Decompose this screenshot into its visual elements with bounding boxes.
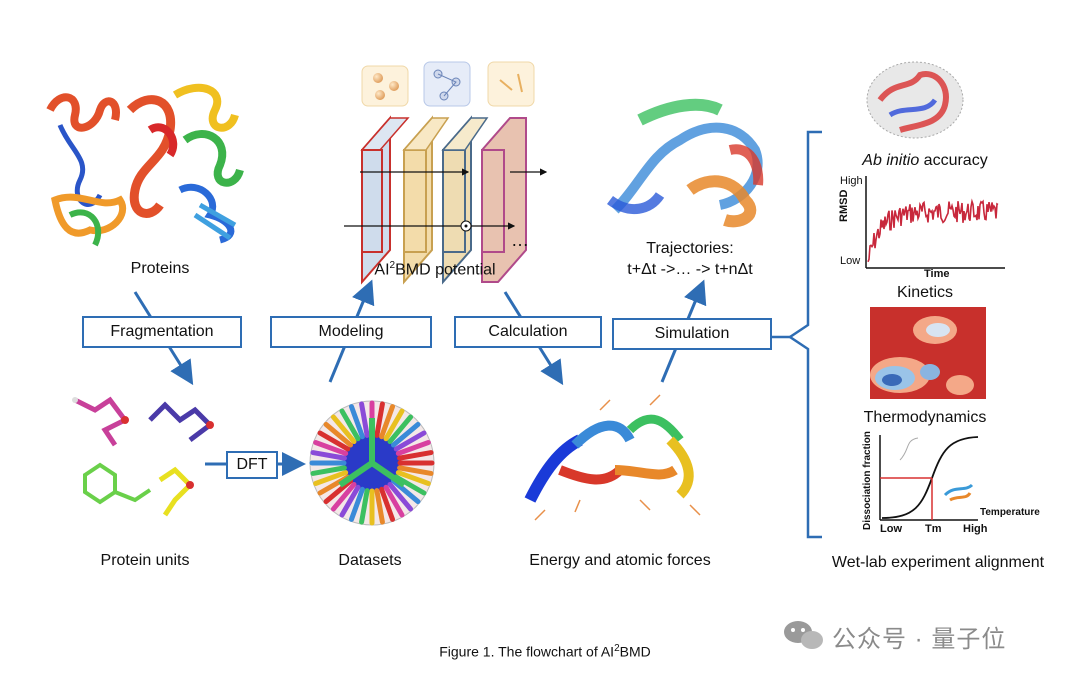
caption-sup: 2 [614, 643, 620, 654]
calculation-box: Calculation [454, 316, 602, 348]
dissociation-x-low: Low [880, 523, 902, 535]
potential-network-image [344, 61, 548, 285]
dataset-spoke [359, 401, 370, 438]
dft-box: DFT [226, 451, 278, 479]
protein-units-label: Protein units [100, 552, 190, 569]
potential-label-sup: 2 [389, 260, 396, 271]
dataset-spoke [339, 484, 361, 518]
dataset-spoke [323, 478, 354, 505]
ab-initio-label: Ab initio accuracy [840, 152, 1010, 170]
watermark-text: 公众号 · 量子位 [832, 626, 1007, 653]
potential-label: AI2BMD potential [345, 260, 525, 279]
dataset-spoke [330, 414, 357, 445]
dataset-spoke [387, 414, 414, 445]
rmsd-y-low: Low [840, 255, 861, 267]
dissociation-y-label: Dissociation fraction [862, 431, 873, 530]
dataset-spoke [395, 439, 431, 456]
protein-units-image [72, 396, 214, 517]
dataset-spoke [313, 470, 349, 487]
ab-initio-protein-image [866, 61, 964, 139]
kinetics-heatmap [870, 307, 986, 399]
dissociation-x-high: High [963, 523, 988, 535]
kinetics-label: Kinetics [896, 284, 954, 301]
trajectories-label-line1: Trajectories: [646, 240, 734, 257]
rmsd-plot [865, 176, 1005, 269]
datasets-label: Datasets [338, 552, 402, 569]
energy-label: Energy and atomic forces [529, 552, 711, 569]
dataset-spoke [397, 450, 434, 461]
dataset-spoke [383, 484, 405, 518]
dataset-spoke [310, 465, 347, 476]
ab-initio-rest: accuracy [919, 152, 988, 169]
dataset-spoke [379, 486, 396, 522]
dataset-spoke [383, 408, 405, 442]
dataset-spoke [374, 401, 385, 438]
proteins-image [46, 83, 244, 247]
potential-label-pre: AI [374, 261, 390, 279]
dataset-spoke [348, 486, 365, 522]
caption-pre: Figure 1. The flowchart of AI [439, 643, 615, 660]
dataset-spoke [379, 404, 396, 440]
figure-caption: Figure 1. The flowchart of AI2BMD [380, 643, 710, 660]
simulation-box: Simulation [612, 318, 772, 350]
potential-label-post: BMD potential [395, 261, 496, 279]
modeling-box: Modeling [270, 316, 432, 348]
wechat-icon [784, 621, 823, 649]
wetlab-label: Wet-lab experiment alignment [831, 554, 1045, 571]
rmsd-y-high: High [840, 175, 863, 187]
dataset-spoke [323, 421, 354, 448]
dataset-spoke [374, 488, 385, 525]
dataset-spoke [359, 488, 370, 525]
energy-forces-image [524, 394, 701, 521]
fragmentation-box: Fragmentation [82, 316, 242, 348]
dataset-spoke [330, 481, 357, 512]
dataset-spoke [387, 481, 414, 512]
dataset-spoke [395, 470, 431, 487]
dataset-spoke [310, 450, 347, 461]
ab-initio-italic: Ab initio [862, 152, 920, 169]
caption-post: BMD [619, 643, 651, 660]
dataset-spoke [313, 439, 349, 456]
dataset-spoke [397, 465, 434, 476]
dataset-spoke [348, 404, 365, 440]
rmsd-y-label: RMSD [838, 189, 850, 222]
dataset-spoke [390, 478, 421, 505]
trajectories-label-line2: t+Δt ->… -> t+nΔt [627, 261, 753, 278]
dataset-spoke [339, 408, 361, 442]
proteins-label: Proteins [130, 260, 190, 277]
dissociation-plot [879, 435, 979, 521]
dataset-spoke [317, 430, 351, 452]
results-bracket [787, 130, 822, 539]
dissociation-x-tm: Tm [925, 523, 942, 535]
dataset-spoke [390, 421, 421, 448]
network-ellipsis: … [511, 230, 529, 250]
datasets-image [309, 400, 435, 526]
thermodynamics-label: Thermodynamics [863, 409, 987, 426]
rmsd-x-label: Time [924, 268, 950, 280]
dissociation-x-label: Temperature [980, 507, 1040, 518]
trajectories-image [607, 98, 764, 228]
rmsd-trace [867, 198, 999, 263]
dataset-spoke [393, 430, 427, 452]
